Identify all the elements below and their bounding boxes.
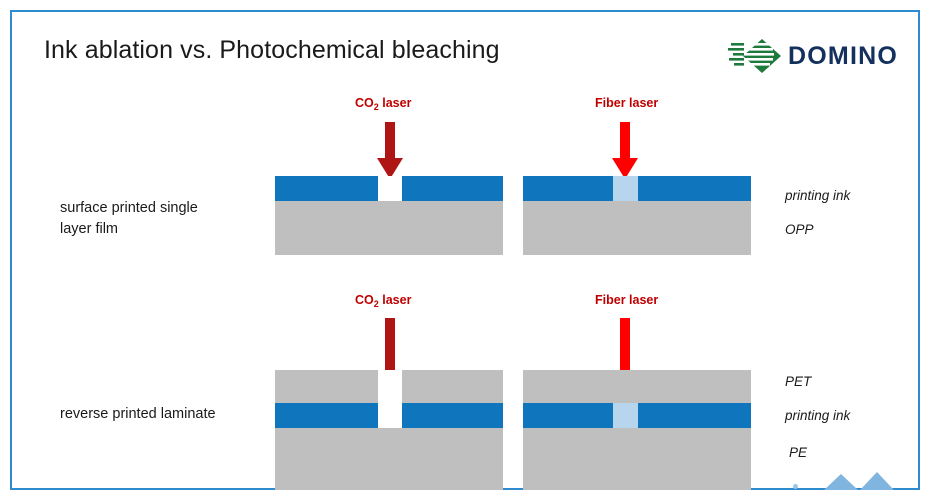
decoration-triangle-right-icon	[860, 472, 894, 490]
arrow-co2-surface-icon	[377, 122, 403, 179]
row-label-line1: reverse printed laminate	[60, 406, 216, 422]
side-label-opp-row1: OPP	[785, 222, 814, 237]
arrow-fiber-surface-icon	[612, 122, 638, 179]
layer-pe-fiber-laminate	[523, 428, 751, 490]
layer-ink-fiber-surface-right	[638, 176, 751, 201]
caption-fiber-laser-laminate: Fiber laser	[595, 293, 659, 307]
domino-logo: DOMINO	[728, 38, 898, 74]
side-label-printing-ink-row2: printing ink	[785, 408, 851, 423]
bleached-zone-fiber-laminate	[613, 403, 638, 428]
row-label-reverse-printed-laminate: reverse printed laminate	[60, 404, 260, 425]
side-label-pe-row2: PE	[789, 445, 808, 460]
row-label-surface-printed: surface printed single layer film	[60, 198, 240, 240]
gap-pet-co2-laminate	[378, 370, 402, 403]
layer-opp-co2-surface	[275, 201, 503, 255]
decoration-dot-icon	[793, 484, 798, 489]
caption-co2-suffix: laser	[378, 96, 412, 110]
layer-opp-fiber-surface	[523, 201, 751, 255]
layer-pet-fiber-laminate	[523, 370, 751, 403]
decoration-triangle-left-icon	[824, 474, 858, 490]
caption-fiber-laser-surface: Fiber laser	[595, 96, 659, 110]
layer-pe-co2-laminate	[275, 428, 503, 490]
layer-ink-fiber-laminate-right	[638, 403, 751, 428]
gap-ablated-co2-laminate	[378, 403, 402, 428]
layer-pet-co2-laminate-right	[402, 370, 503, 403]
layer-ink-co2-laminate-left	[275, 403, 378, 428]
caption-co2-laser-surface: CO2 laser	[355, 96, 412, 112]
layer-pet-co2-laminate-left	[275, 370, 378, 403]
caption-co2-subscript: 2	[373, 102, 379, 112]
caption-co2-suffix: laser	[378, 293, 412, 307]
caption-co2-subscript: 2	[373, 299, 379, 309]
caption-co2-prefix: CO	[355, 96, 374, 110]
domino-diamond-icon	[728, 39, 782, 73]
bleached-zone-fiber-surface	[613, 176, 638, 201]
layer-ink-co2-laminate-right	[402, 403, 503, 428]
layer-ink-co2-surface-right	[402, 176, 503, 201]
gap-ablated-co2-surface	[378, 176, 402, 201]
row-label-line1: surface printed single	[60, 200, 198, 216]
layer-ink-fiber-laminate-left	[523, 403, 613, 428]
caption-co2-prefix: CO	[355, 293, 374, 307]
layer-ink-co2-surface-left	[275, 176, 378, 201]
page-title: Ink ablation vs. Photochemical bleaching	[44, 36, 500, 64]
domino-wordmark: DOMINO	[788, 41, 898, 70]
side-label-pet-row2: PET	[785, 374, 812, 389]
layer-ink-fiber-surface-left	[523, 176, 613, 201]
caption-co2-laser-laminate: CO2 laser	[355, 293, 412, 309]
row-label-line2: layer film	[60, 221, 119, 238]
side-label-printing-ink-row1: printing ink	[785, 188, 851, 203]
